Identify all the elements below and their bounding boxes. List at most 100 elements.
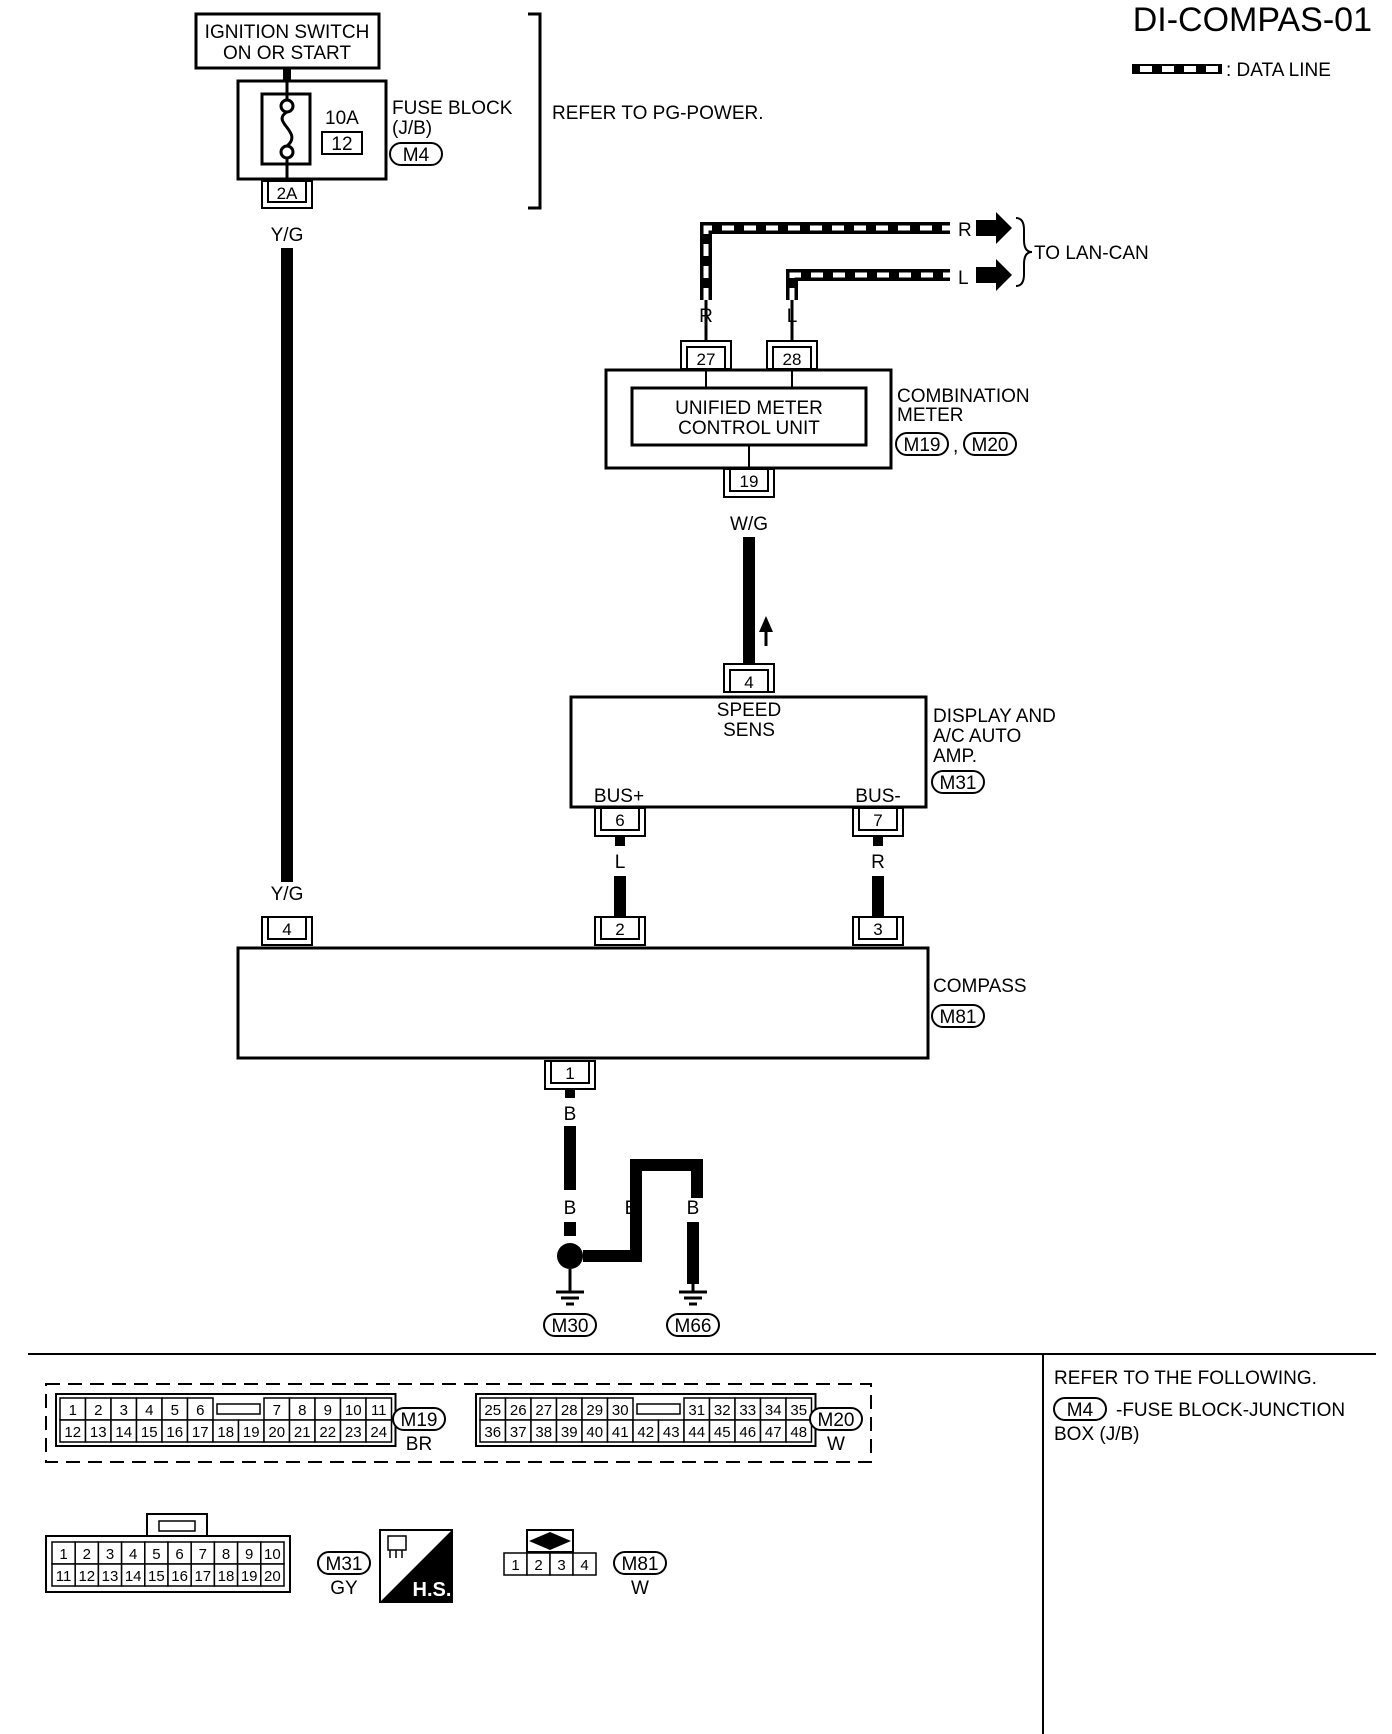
- m31-pin-label: 10: [264, 1546, 281, 1563]
- conn-m20-pin-label: 41: [612, 1424, 629, 1441]
- conn-m20-cell: [785, 1419, 813, 1443]
- svg-text:M30: M30: [552, 1316, 589, 1337]
- conn-m19-pin-label: 17: [192, 1424, 209, 1441]
- signal-arrow-icon: [759, 616, 773, 646]
- m31-pin-label: 19: [241, 1568, 258, 1585]
- display-amp-label1: DISPLAY AND: [933, 706, 1056, 727]
- refer-desc1: -FUSE BLOCK-JUNCTION: [1116, 1400, 1345, 1421]
- compass-connector: M81: [931, 1004, 985, 1028]
- m31-pin-label: 13: [102, 1568, 119, 1585]
- refer-pg-power: REFER TO PG-POWER.: [552, 103, 764, 124]
- wire-b-2: B: [625, 1198, 638, 1219]
- conn-m19-pin-label: 15: [141, 1424, 158, 1441]
- conn-m20-pin-label: 31: [688, 1402, 705, 1419]
- conn-m20-pin-label: 32: [714, 1402, 731, 1419]
- display-amp-label2: A/C AUTO: [933, 726, 1021, 747]
- conn-m19-latch: [216, 1403, 261, 1415]
- svg-text:M81: M81: [940, 1007, 977, 1028]
- ignition-switch: IGNITION SWITCH ON OR START: [194, 12, 381, 70]
- svg-text:3: 3: [873, 920, 882, 939]
- svg-text:1: 1: [565, 1064, 574, 1083]
- svg-text:4: 4: [282, 920, 291, 939]
- m31-pin-label: 6: [175, 1546, 183, 1563]
- m31-pin-label: 8: [222, 1546, 230, 1563]
- conn-m19-pin-label: 4: [145, 1402, 153, 1419]
- lan-l: L: [958, 268, 969, 289]
- conn-m19-cell: [365, 1419, 393, 1443]
- conn-m20-pin-label: 39: [561, 1424, 578, 1441]
- conn-m19-pin-label: 1: [69, 1402, 77, 1419]
- wire-wg: W/G: [730, 514, 768, 535]
- conn-m20-pin-label: 40: [586, 1424, 603, 1441]
- conn-m20-pin-label: 27: [535, 1402, 552, 1419]
- conn-m20-pin-label: 29: [586, 1402, 603, 1419]
- wire-l-lan: L: [787, 306, 798, 327]
- m31-pin-label: 2: [83, 1546, 91, 1563]
- meter-connector-m19: M19: [895, 432, 949, 456]
- fuse-block-label2: (J/B): [392, 118, 432, 139]
- m31-pin-label: 17: [194, 1568, 211, 1585]
- meter-connector-m20: M20: [963, 432, 1017, 456]
- m81-badge: M81 W: [613, 1551, 667, 1599]
- conn-m20-pin-label: 33: [739, 1402, 756, 1419]
- conn-m19-pin-label: 19: [243, 1424, 260, 1441]
- conn-m19-pin-label: 7: [273, 1402, 281, 1419]
- pin-19: 19: [723, 468, 775, 498]
- svg-text:19: 19: [740, 472, 759, 491]
- m31-pin-label: 7: [199, 1546, 207, 1563]
- conn-m20-pin-label: 46: [739, 1424, 756, 1441]
- svg-text:M19: M19: [401, 1410, 438, 1431]
- conn-m20-pin-label: 28: [561, 1402, 578, 1419]
- conn-m20-pin-label: 43: [663, 1424, 680, 1441]
- combination-meter: UNIFIED METER CONTROL UNIT: [604, 368, 893, 470]
- pin-compass-4: 4: [261, 916, 313, 946]
- conn-m20-pin-label: 37: [510, 1424, 527, 1441]
- conn-m20-pin-label: 42: [637, 1424, 654, 1441]
- conn-m20-pin-label: 48: [790, 1424, 807, 1441]
- conn-m20-pin-label: 44: [688, 1424, 705, 1441]
- compass-label: COMPASS: [933, 976, 1027, 997]
- m31-color: GY: [330, 1578, 358, 1599]
- conn-m20-pin-label: 38: [535, 1424, 552, 1441]
- refer-connector-m4: M4: [1053, 1397, 1107, 1421]
- wire-yg-bottom: Y/G: [271, 884, 304, 905]
- m81-pin-label: 1: [511, 1557, 519, 1574]
- conn-m19-pin-label: 23: [345, 1424, 362, 1441]
- m31-cell: [260, 1563, 285, 1587]
- svg-text:M19: M19: [904, 435, 941, 456]
- m81-color: W: [631, 1578, 649, 1599]
- ignition-line2: ON OR START: [223, 43, 351, 64]
- combination-meter-label2: METER: [897, 405, 964, 426]
- svg-text:M81: M81: [622, 1554, 659, 1575]
- hs-symbol-icon: H.S.: [379, 1529, 453, 1603]
- m19-badge: M19 BR: [392, 1407, 446, 1455]
- conn-m20-latch: [636, 1403, 681, 1415]
- m31-pin-label: 16: [171, 1568, 188, 1585]
- refer-following: REFER TO THE FOLLOWING.: [1054, 1368, 1317, 1389]
- speed-sens-line1: SPEED: [717, 700, 781, 721]
- m81-pin-label: 2: [534, 1557, 542, 1574]
- m20-color: W: [827, 1434, 845, 1455]
- m31-pin-label: 4: [129, 1546, 137, 1563]
- ground-symbol-m66-icon: [679, 1284, 707, 1306]
- conn-m19-pin-label: 13: [90, 1424, 107, 1441]
- pin-6: 6: [594, 807, 646, 837]
- svg-text:M31: M31: [940, 773, 977, 794]
- lan-brace: [1015, 217, 1033, 287]
- combination-meter-label: COMBINATION: [897, 386, 1030, 407]
- pin-2A: 2A: [261, 180, 313, 209]
- conn-m19-pin-label: 24: [370, 1424, 387, 1441]
- svg-text:7: 7: [873, 811, 882, 830]
- lan-r: R: [958, 220, 972, 241]
- ground-symbol-m30-icon: [556, 1284, 584, 1306]
- pin-7: 7: [852, 807, 904, 837]
- conn-m19-pin-label: 9: [324, 1402, 332, 1419]
- speed-sens-line2: SENS: [723, 720, 775, 741]
- conn-m20-pin-label: 45: [714, 1424, 731, 1441]
- conn-m20-pin-label: 25: [484, 1402, 501, 1419]
- display-ac-amp: SPEED SENS BUS+ BUS-: [569, 695, 928, 809]
- conn-m19-pin-label: 20: [268, 1424, 285, 1441]
